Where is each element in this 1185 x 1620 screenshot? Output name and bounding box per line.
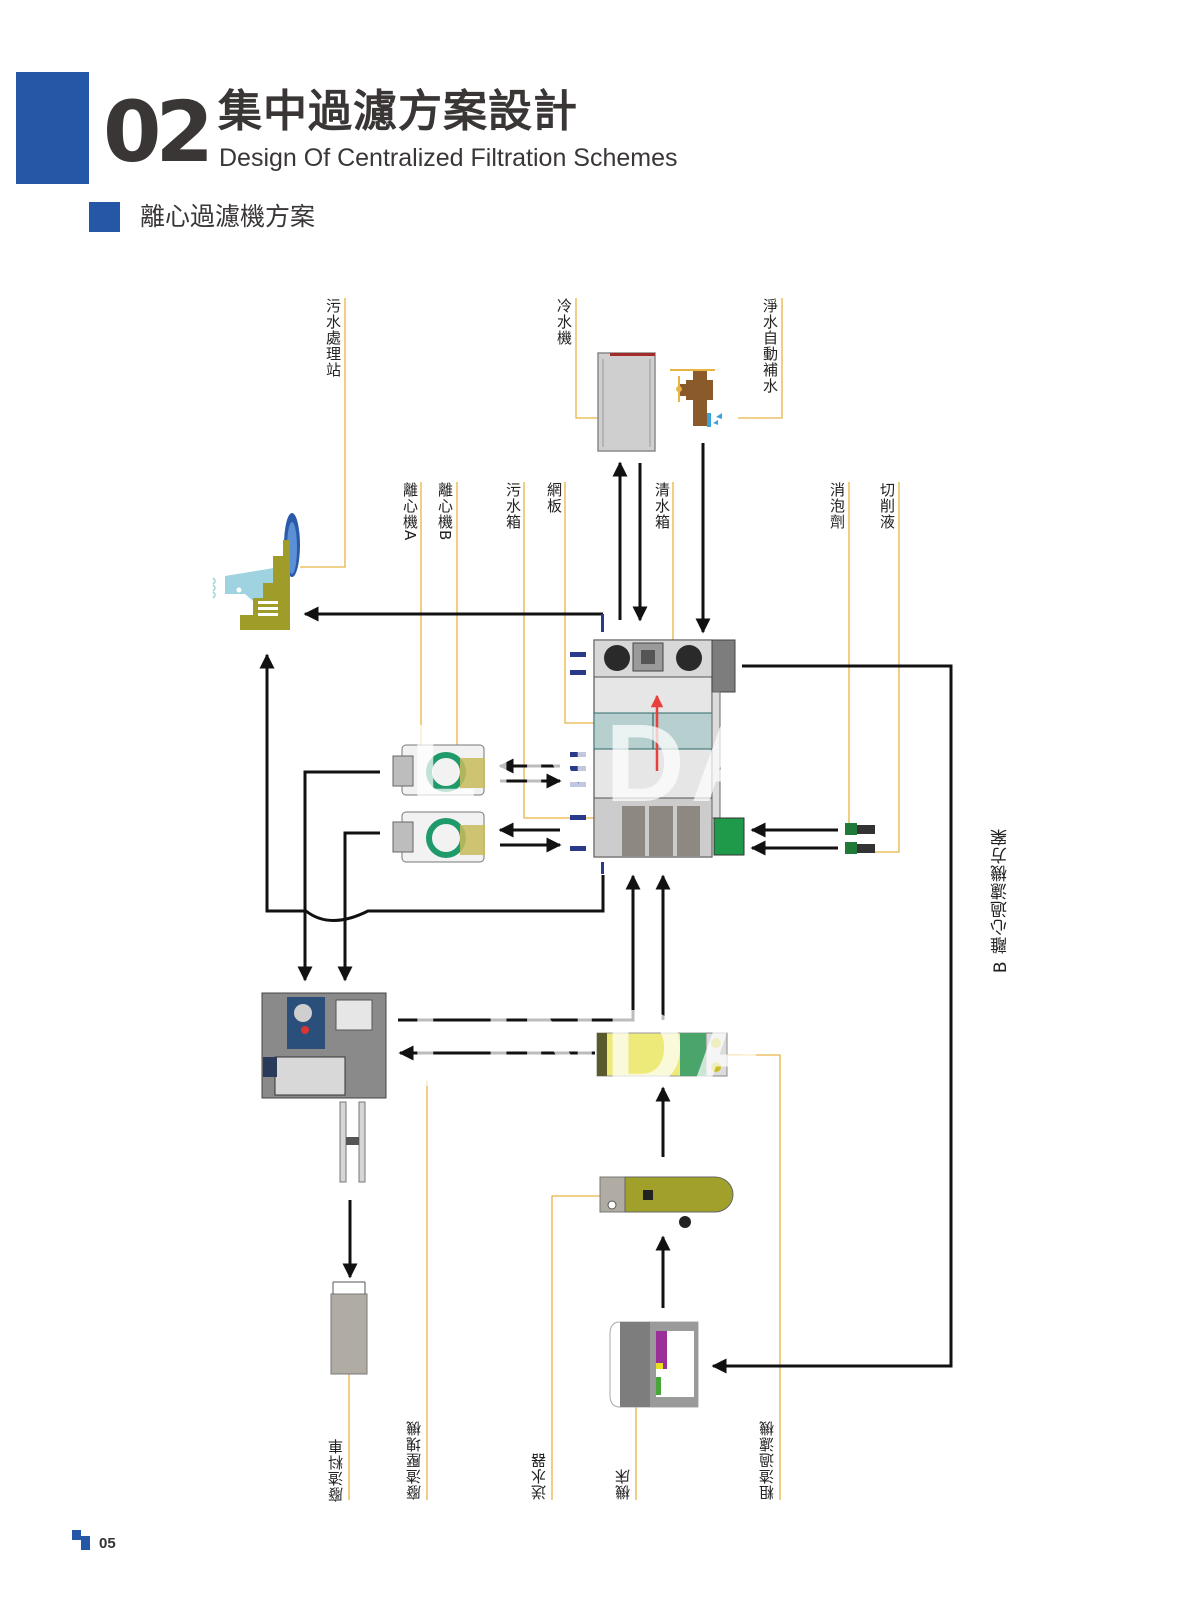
label-waste-cart: 廢渣料車 <box>327 1438 345 1502</box>
label-water-feeder: 送水器 <box>530 1452 548 1500</box>
leader-coarse-filter <box>714 1054 781 1500</box>
central-tank-unit-icon <box>570 614 745 874</box>
refill-valve-icon <box>670 369 722 427</box>
page-title: 集中過濾方案設計 <box>218 86 578 137</box>
label-briquetting: 廢渣壓塊機 <box>405 1420 423 1500</box>
coarse-filter-unit-icon <box>596 1032 728 1077</box>
page-title-english: Design Of Centralized Filtration Schemes <box>219 144 678 172</box>
leader-sewage-station <box>300 298 346 568</box>
page-number: 05 <box>99 1535 116 1552</box>
cutting-fluid-pump-icon <box>845 842 875 854</box>
subtitle-marker <box>89 202 120 232</box>
flow-tank-to-machine-tool <box>711 664 953 1374</box>
defoamer-pump-icon <box>845 823 875 835</box>
sewage-treatment-station-icon <box>212 513 300 630</box>
scheme-label: B 離心過濾機方案 <box>991 828 1011 974</box>
page-number-icon <box>72 1530 92 1550</box>
chiller-unit-icon <box>597 352 656 452</box>
label-dirty-tank: 污水箱 <box>504 482 522 530</box>
watermark-bottom: LINDA <box>410 987 777 1110</box>
label-coarse-filter: 粗渣過濾機 <box>758 1420 776 1500</box>
label-machine-tool: 機床 <box>614 1468 632 1500</box>
subtitle: 離心過濾機方案 <box>140 202 316 231</box>
leader-auto-refill <box>738 298 783 419</box>
leader-lines <box>300 298 900 1500</box>
machine-tool-unit-icon <box>609 1321 699 1408</box>
watermark-top: LINDA <box>410 702 777 825</box>
label-auto-refill: 淨水自動補水 <box>761 298 779 394</box>
label-defoamer: 消泡劑 <box>828 482 846 530</box>
section-number-block <box>16 72 89 184</box>
label-clean-tank: 清水箱 <box>653 482 671 530</box>
flow-centrifuge-b-to-briquetting <box>337 831 380 982</box>
flow-briquetting-to-tank <box>398 874 641 1022</box>
label-centrifuge-b: 離心機B <box>436 482 454 542</box>
label-screen-plate: 網板 <box>545 482 563 514</box>
centrifuge-b-unit-icon <box>392 811 485 863</box>
label-chiller: 冷水機 <box>555 298 573 346</box>
briquetting-machine-icon <box>261 992 387 1183</box>
water-feeder-unit-icon <box>599 1176 734 1228</box>
centrifuge-a-unit-icon <box>392 744 485 796</box>
section-number: 02 <box>103 83 214 181</box>
label-centrifuge-a: 離心機A <box>401 482 419 542</box>
label-cutting-fluid: 切削液 <box>878 482 896 530</box>
flow-lines <box>259 443 953 1374</box>
leader-water-feeder <box>551 1195 605 1500</box>
label-sewage-station: 污水處理站 <box>324 298 342 378</box>
flow-centrifuge-a-to-briquetting <box>297 770 380 982</box>
waste-cart-unit-icon <box>330 1281 368 1375</box>
